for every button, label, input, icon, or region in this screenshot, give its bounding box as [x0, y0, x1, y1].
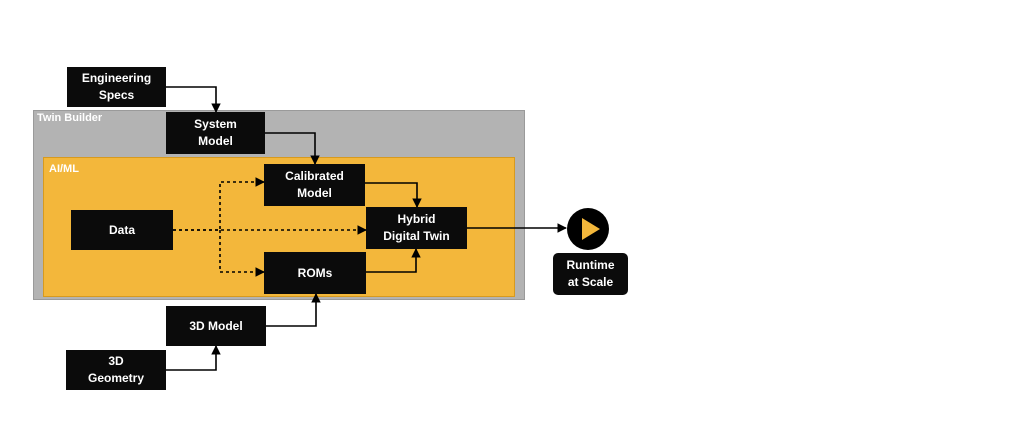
runtime-at-scale-box: Runtime at Scale: [553, 253, 628, 295]
hybrid-digital-twin-box: Hybrid Digital Twin: [366, 207, 467, 249]
3d-geometry-box: 3D Geometry: [66, 350, 166, 390]
3d-model-label: 3D Model: [189, 318, 243, 333]
engineering-specs-box: Engineering Specs: [67, 67, 166, 107]
data-label: Data: [108, 222, 135, 237]
engineering-specs-label: Engineering Specs: [81, 71, 152, 102]
calibrated-model-label: Calibrated Model: [285, 169, 344, 200]
system-model-box: System Model: [166, 112, 265, 154]
hybrid-digital-twin-label: Hybrid Digital Twin: [383, 212, 450, 243]
3d-geometry-label: 3D Geometry: [87, 354, 145, 385]
edge-data-to-calibrated: [173, 177, 265, 231]
edge-roms-to-hybrid: [366, 248, 421, 273]
system-model-label: System Model: [194, 117, 237, 148]
twin-builder-label: Twin Builder: [37, 112, 103, 124]
edge-3dmodel-to-roms: [266, 293, 321, 327]
calibrated-model-box: Calibrated Model: [264, 164, 365, 206]
data-box: Data: [71, 210, 173, 250]
3d-model-box: 3D Model: [166, 306, 266, 346]
edge-system-to-calibrated: [265, 132, 320, 165]
edge-3dgeometry-to-3dmodel: [166, 345, 221, 371]
ai-ml-label: AI/ML: [49, 163, 79, 175]
roms-box: ROMs: [264, 252, 366, 294]
runtime-at-scale-label: Runtime at Scale: [566, 258, 615, 289]
edge-calibrated-to-hybrid: [365, 182, 422, 208]
roms-label: ROMs: [297, 265, 333, 280]
edge-engineering-to-system: [166, 86, 221, 113]
edge-data-to-roms: [219, 230, 265, 277]
play-icon: [567, 208, 609, 250]
